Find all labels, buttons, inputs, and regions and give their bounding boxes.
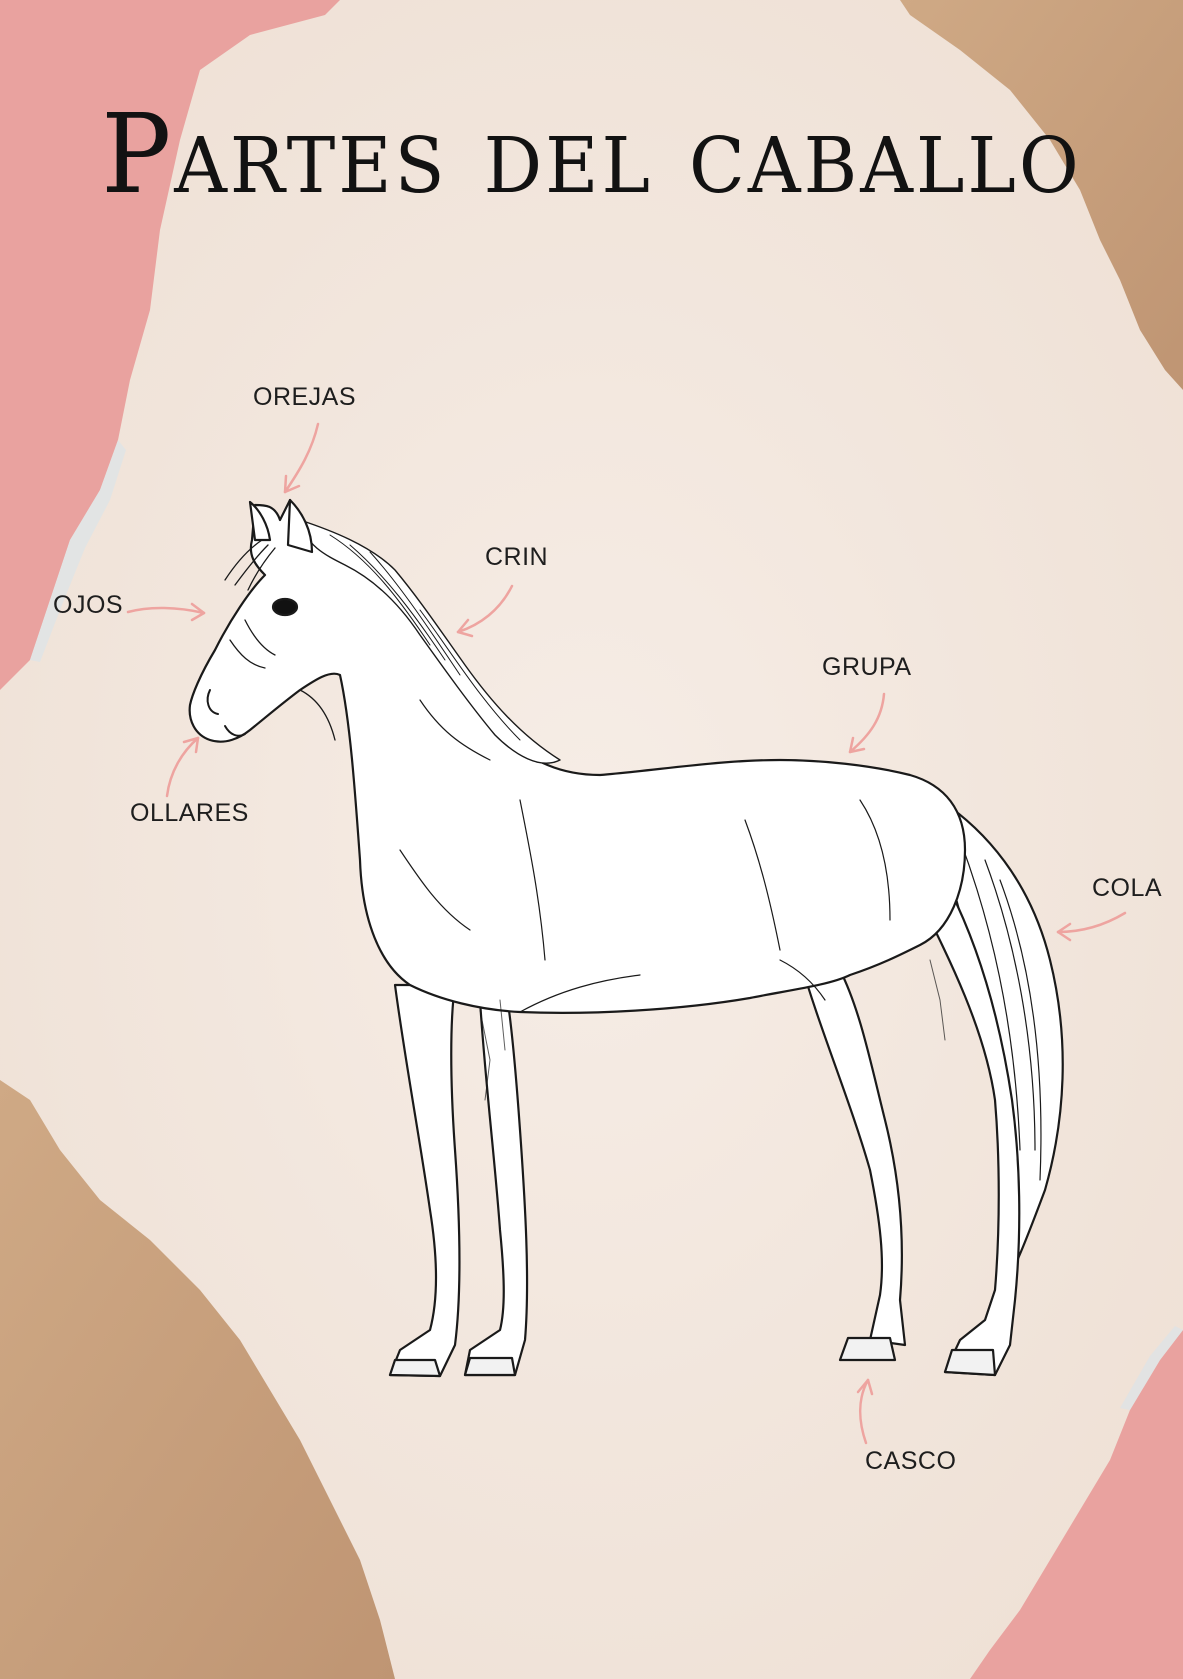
label-cola: COLA — [1092, 874, 1162, 903]
horse-hoof-hind-far — [840, 1338, 895, 1360]
horse-eye — [273, 599, 297, 615]
horse-hoof-front-near — [390, 1360, 440, 1376]
label-crin: CRIN — [485, 543, 548, 572]
label-ollares: OLLARES — [130, 799, 249, 828]
label-ojos: OJOS — [53, 591, 123, 620]
horse-hoof-front-far — [465, 1358, 515, 1375]
label-grupa: GRUPA — [822, 653, 912, 682]
label-casco: CASCO — [865, 1447, 956, 1476]
page-title: Partes del caballo — [0, 97, 1183, 212]
label-orejas: OREJAS — [253, 383, 356, 412]
horse-hoof-hind-near — [945, 1350, 995, 1375]
